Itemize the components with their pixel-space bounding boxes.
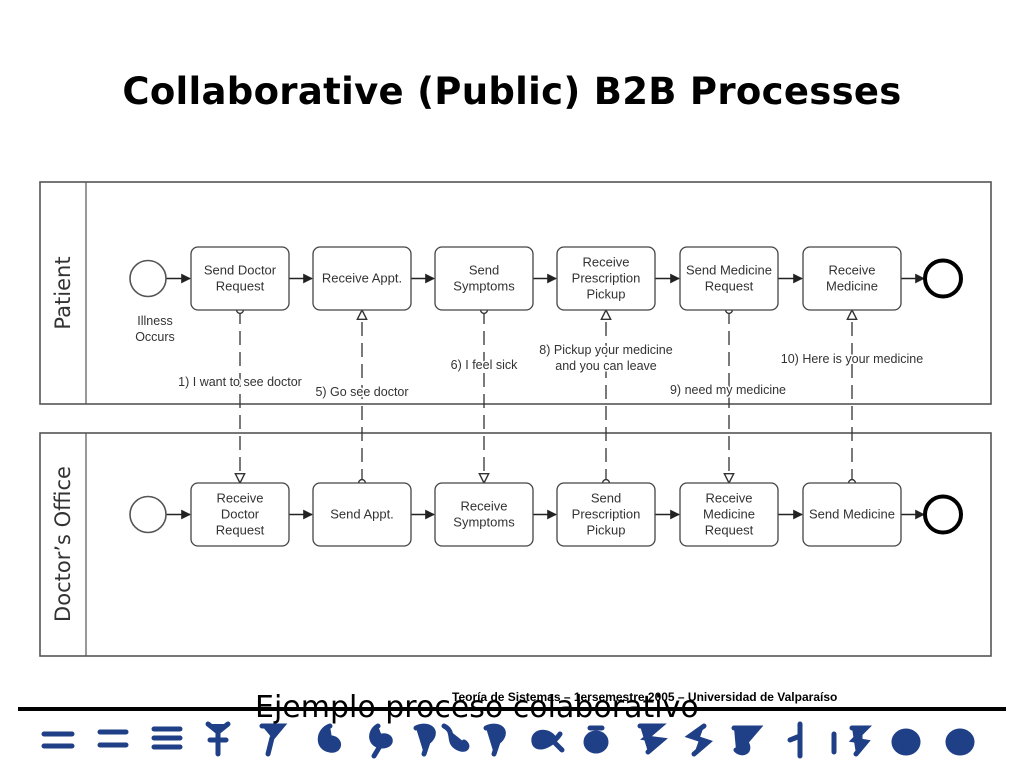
patient-lane-label: Patient	[51, 256, 75, 329]
doctor-pool: Doctor’s Office	[39, 432, 992, 657]
footer-text: Teoría de Sistemas – 1ersemestre 2005 – …	[452, 690, 838, 704]
task-box	[434, 246, 534, 311]
glyph-stroke-icon	[787, 721, 803, 759]
footer-rule	[18, 707, 1006, 711]
doctor-end-event	[923, 494, 963, 535]
doctor-task[interactable]: Send Medicine	[802, 482, 902, 547]
patient-task[interactable]: Receive Appt.	[312, 246, 412, 311]
glyph-hook-icon	[731, 725, 764, 756]
glyph-theta-icon	[891, 728, 921, 756]
glyph-circle-cross-icon	[945, 728, 975, 756]
glyph-two-bars-icon	[41, 731, 75, 749]
task-box	[312, 482, 412, 547]
glyph-zigzag-icon	[684, 723, 713, 757]
task-box	[802, 246, 902, 311]
glyph-zigzag-icon	[848, 725, 873, 757]
message-label: 5) Go see doctor	[315, 385, 408, 399]
glyph-hook-icon	[483, 723, 506, 757]
glyph-hook-icon	[259, 723, 288, 757]
glyph-ring-icon	[583, 725, 609, 754]
doctor-pool-border	[39, 432, 992, 657]
task-box	[556, 482, 656, 547]
patient-pool-border	[39, 181, 992, 405]
glyph-alpha-icon	[531, 729, 565, 753]
message-label: 9) need my medicine	[670, 383, 786, 397]
message-label: 1) I want to see doctor	[178, 375, 302, 389]
task-box	[312, 246, 412, 311]
glyph-curl-icon	[317, 723, 341, 753]
message-label: 6) I feel sick	[451, 358, 518, 372]
doctor-lane-label: Doctor’s Office	[51, 466, 75, 622]
task-label: Send Medicine	[809, 507, 895, 522]
slide-title: Collaborative (Public) B2B Processes	[122, 70, 902, 113]
task-box	[556, 246, 656, 311]
glyph-zigzag-icon	[637, 723, 668, 755]
glyph-cross-icon	[205, 721, 231, 757]
glyph-three-bars-icon	[151, 726, 183, 750]
decorative-glyph-strip	[41, 721, 975, 759]
task-box	[802, 482, 902, 547]
patient-end-event	[923, 258, 963, 299]
task-box	[434, 482, 534, 547]
message-label: 10) Here is your medicine	[781, 352, 923, 366]
patient-pool: Patient	[39, 181, 992, 405]
glyph-hook-icon	[413, 723, 436, 757]
task-box	[679, 482, 779, 547]
task-label: Receive Appt.	[322, 271, 402, 286]
patient-start-event	[129, 259, 167, 298]
task-label: Send Appt.	[330, 507, 394, 522]
glyph-curl-icon	[369, 723, 393, 759]
doctor-task[interactable]: Send Appt.	[312, 482, 412, 547]
glyph-wave-icon	[441, 723, 470, 752]
task-box	[190, 246, 290, 311]
doctor-start-event	[129, 495, 167, 534]
task-box	[679, 246, 779, 311]
task-box	[190, 482, 290, 547]
glyph-two-bars-icon	[97, 729, 129, 748]
